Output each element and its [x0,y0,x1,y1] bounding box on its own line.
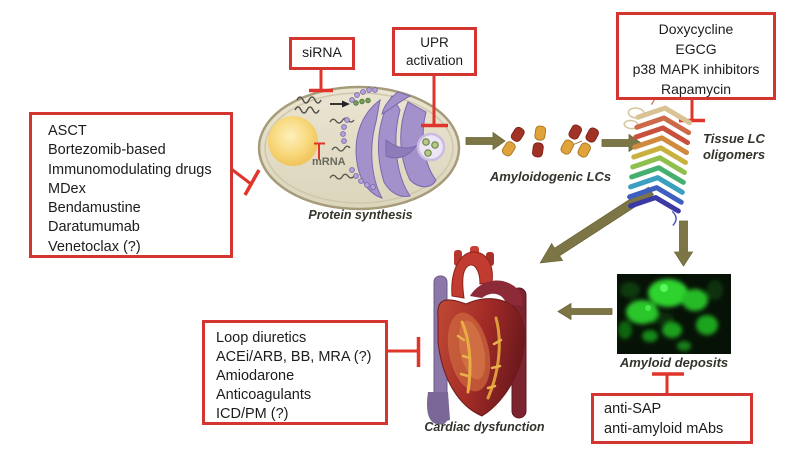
sirna-label: siRNA [302,44,342,60]
plasma-cell-illustration [257,85,461,211]
protein-synthesis-label: Protein synthesis [308,208,413,222]
amyloid-deposits-image [617,274,731,354]
cardiac-therapies-box: Loop diuretics ACEi/ARB, BB, MRA (?) Ami… [202,320,388,425]
inhibit-line-amyloid [652,372,684,393]
oligomer-inhibitors-box: Doxycycline EGCG p38 MAPK inhibitors Rap… [616,12,776,100]
inhibit-line-sirna [309,66,333,93]
plasma-cell-therapies-box: ASCT Bortezomib-based Immunomodulating d… [29,112,233,258]
arrow-deposits-to-heart [557,302,613,321]
arrow-cell-to-lcs [465,131,506,151]
cardiac-dysfunction-label: Cardiac dysfunction [424,420,545,434]
mrna-label: mRNA [312,156,346,168]
amyloidogenic-lcs-label: Amyloidogenic LCs [489,169,612,184]
heart-illustration [427,246,527,425]
translation-arrow-icon [330,97,371,108]
nucleus [268,116,318,166]
lc-oligomer-illustration [623,80,693,226]
arrow-oligomers-to-deposits [673,220,694,267]
tissue-lc-oligomers-label: Tissue LC oligomers [702,131,766,162]
anti-amyloid-therapies-box: anti-SAP anti-amyloid mAbs [591,393,753,444]
inhibit-mark-er [314,142,325,159]
inhibit-line-upr [421,72,448,128]
ribosome-strands [329,87,378,190]
amyloid-deposits-label: Amyloid deposits [619,355,729,370]
inhibit-line-plasma [229,166,261,196]
upr-activation-box: UPR activation [392,27,477,76]
sirna-box: siRNA [289,37,355,70]
inhibit-line-cardiac [385,337,421,367]
secretory-vesicle [416,132,446,162]
amyloidogenic-lc-rods [501,124,599,158]
